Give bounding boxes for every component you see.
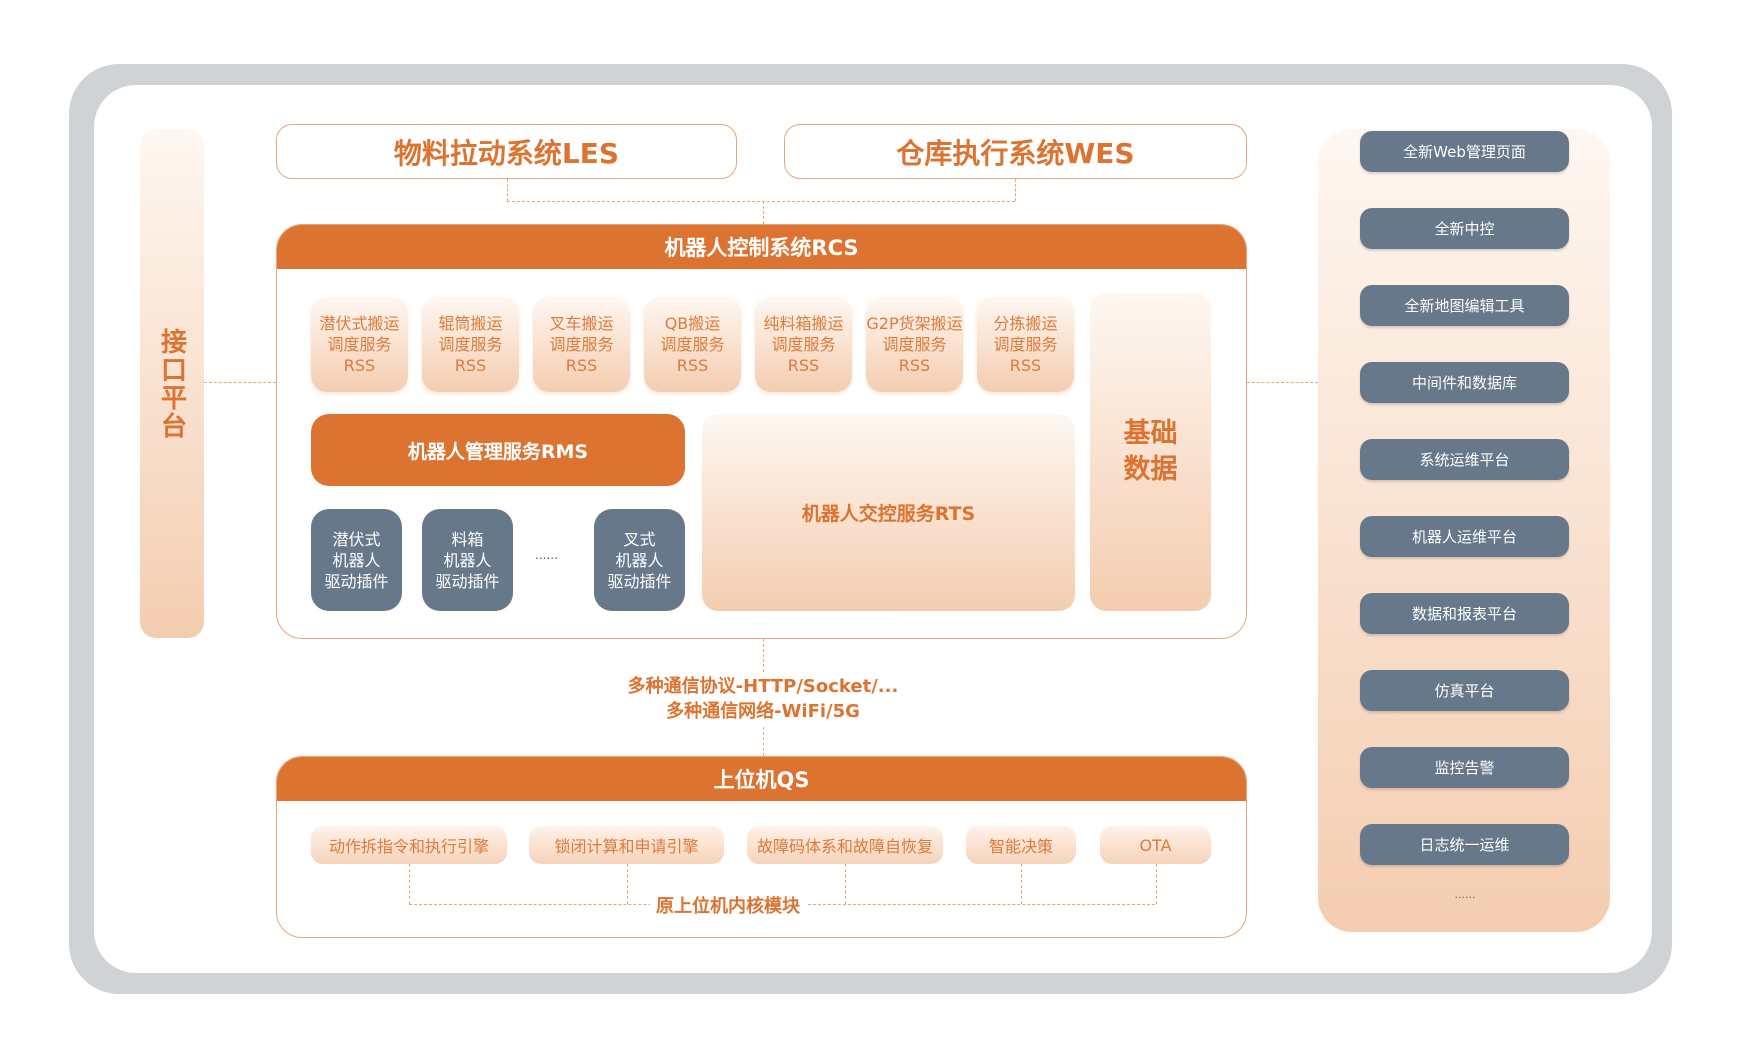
text-line: RSS — [343, 356, 376, 375]
connector — [763, 201, 764, 224]
text-line: 驱动插件 — [435, 571, 500, 591]
text-line: RSS — [565, 356, 598, 375]
les-box: 物料拉动系统LES — [276, 124, 737, 179]
base-data-box: 基础数据 — [1090, 293, 1211, 611]
network-line: 多种通信网络-WiFi/5G — [666, 701, 860, 722]
qs-module: OTA — [1100, 826, 1211, 864]
text-line: 调度服务 — [993, 335, 1058, 354]
core-module-label: 原上位机内核模块 — [650, 892, 806, 918]
box-text: 叉式机器人驱动插件 — [607, 529, 671, 592]
connector — [1155, 864, 1157, 904]
right-panel-item[interactable]: 系统运维平台 — [1360, 439, 1569, 480]
right-panel-item[interactable]: 全新Web管理页面 — [1360, 131, 1569, 172]
text-line: 调度服务 — [438, 335, 503, 354]
connector — [507, 179, 508, 201]
connector-right — [1247, 382, 1318, 383]
text-line: RSS — [1009, 356, 1042, 375]
rcs-title: 机器人控制系统RCS — [277, 225, 1246, 269]
right-panel-item[interactable]: 全新中控 — [1360, 208, 1569, 249]
right-panel-item[interactable]: 仿真平台 — [1360, 670, 1569, 711]
rss-box: 潜伏式搬运调度服务 RSS — [311, 297, 408, 392]
qs-module: 动作拆指令和执行引擎 — [311, 826, 507, 864]
rms-box: 机器人管理服务RMS — [311, 414, 685, 486]
rss-box: QB搬运调度服务 RSS — [644, 297, 741, 392]
connector — [626, 864, 628, 904]
text-line: 叉车搬运 — [549, 314, 614, 333]
connector — [1015, 179, 1016, 201]
text-line: 料箱 — [451, 529, 484, 549]
connector — [763, 639, 764, 672]
right-panel-item[interactable]: 监控告警 — [1360, 747, 1569, 788]
base-data-label: 基础数据 — [1123, 418, 1178, 485]
box-text: 分拣搬运调度服务 RSS — [993, 313, 1057, 376]
qs-module: 锁闭计算和申请引擎 — [529, 826, 724, 864]
qs-module: 故障码体系和故障自恢复 — [747, 826, 943, 864]
box-text: QB搬运调度服务 RSS — [660, 313, 724, 376]
protocol-line: 多种通信协议-HTTP/Socket/... — [627, 676, 899, 697]
rss-box: G2P货架搬运调度服务 RSS — [866, 297, 963, 392]
text-line: 纯料箱搬运 — [763, 314, 844, 333]
text-line: RSS — [454, 356, 487, 375]
connector — [1021, 864, 1022, 904]
box-text: 料箱机器人驱动插件 — [435, 529, 499, 592]
text-line: 机器人 — [443, 550, 492, 570]
text-line: 机器人 — [332, 550, 381, 570]
protocols: 多种通信协议-HTTP/Socket/... 多种通信网络-WiFi/5G — [563, 674, 963, 724]
text-line: 潜伏式搬运 — [319, 314, 400, 333]
qs-module: 智能决策 — [966, 826, 1076, 864]
interface-platform: 接口平台 — [140, 129, 204, 638]
connector — [845, 864, 846, 904]
text-line: 驱动插件 — [607, 571, 672, 591]
text-line: 调度服务 — [660, 335, 725, 354]
text-line: RSS — [787, 356, 820, 375]
rss-box: 纯料箱搬运调度服务 RSS — [755, 297, 852, 392]
right-panel-item[interactable]: 全新地图编辑工具 — [1360, 285, 1569, 326]
box-text: 潜伏式机器人驱动插件 — [324, 529, 388, 592]
text-line: G2P货架搬运 — [866, 314, 963, 333]
qs-title: 上位机QS — [277, 757, 1246, 801]
box-text: 潜伏式搬运调度服务 RSS — [319, 313, 399, 376]
box-text: 叉车搬运调度服务 RSS — [549, 313, 613, 376]
rss-box: 分拣搬运调度服务 RSS — [977, 297, 1074, 392]
interface-platform-label: 接口平台 — [156, 327, 187, 440]
right-panel-item[interactable]: 日志统一运维 — [1360, 824, 1569, 865]
box-text: G2P货架搬运调度服务 RSS — [866, 313, 962, 376]
box-text: 纯料箱搬运调度服务 RSS — [763, 313, 843, 376]
right-panel-item[interactable]: 数据和报表平台 — [1360, 593, 1569, 634]
text-line: 潜伏式 — [332, 529, 381, 549]
text-line: 调度服务 — [771, 335, 836, 354]
rts-box: 机器人交控服务RTS — [702, 414, 1075, 611]
text-line: RSS — [898, 356, 931, 375]
text-line: 辊筒搬运 — [438, 314, 503, 333]
right-panel-item[interactable]: 机器人运维平台 — [1360, 516, 1569, 557]
right-panel-item[interactable]: 中间件和数据库 — [1360, 362, 1569, 403]
text-line: 叉式 — [623, 529, 656, 549]
connector-left — [204, 382, 276, 383]
text-line: 驱动插件 — [324, 571, 389, 591]
rts-label: 机器人交控服务RTS — [801, 503, 976, 525]
text-line: 机器人 — [615, 550, 664, 570]
text-line: 分拣搬运 — [993, 314, 1058, 333]
text-line: RSS — [676, 356, 709, 375]
rss-box: 叉车搬运调度服务 RSS — [533, 297, 630, 392]
drivers-ellipsis: ...... — [535, 548, 558, 562]
wes-box: 仓库执行系统WES — [784, 124, 1247, 179]
text-line: 调度服务 — [549, 335, 614, 354]
text-line: 调度服务 — [882, 335, 947, 354]
connector — [507, 201, 1015, 202]
driver-plugin-box: 潜伏式机器人驱动插件 — [311, 509, 402, 611]
connector — [763, 727, 764, 756]
right-ellipsis: ...... — [1454, 888, 1476, 901]
text-line: 调度服务 — [327, 335, 392, 354]
driver-plugin-box: 料箱机器人驱动插件 — [422, 509, 513, 611]
driver-plugin-box: 叉式机器人驱动插件 — [594, 509, 685, 611]
rss-box: 辊筒搬运调度服务 RSS — [422, 297, 519, 392]
connector — [409, 864, 410, 904]
box-text: 辊筒搬运调度服务 RSS — [438, 313, 502, 376]
text-line: QB搬运 — [664, 314, 721, 333]
